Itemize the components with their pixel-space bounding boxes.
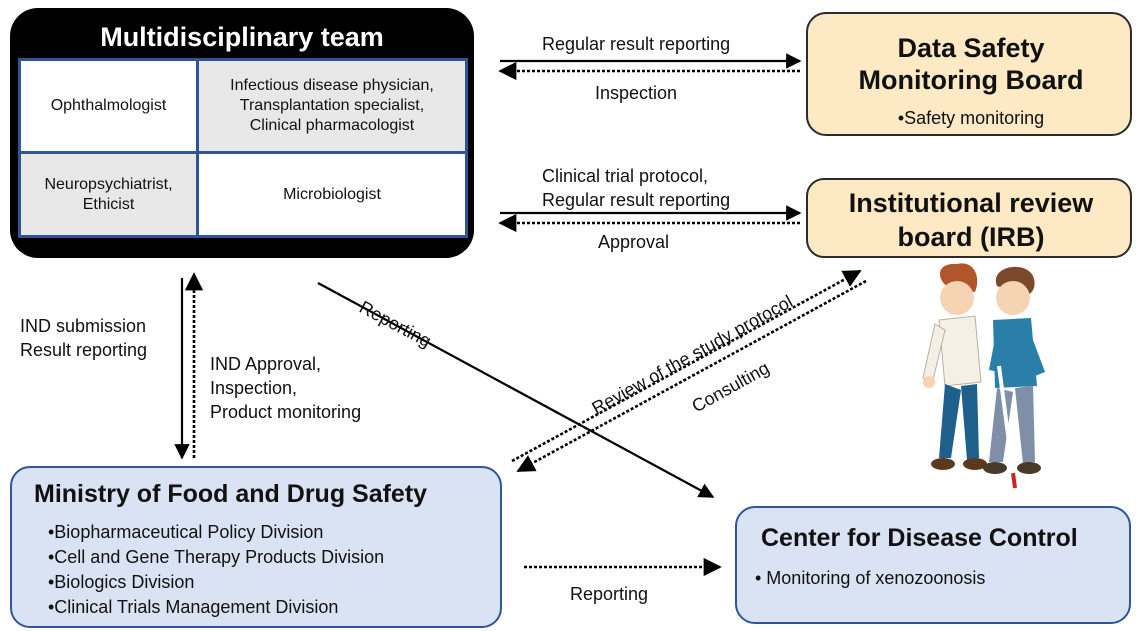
caregiver-figure bbox=[922, 263, 987, 470]
cdc-box: Center for Disease Control • Monitoring … bbox=[735, 506, 1131, 624]
mfds-division-item: •Cell and Gene Therapy Products Division bbox=[48, 547, 385, 567]
irb-title: Institutional review board (IRB) bbox=[848, 188, 1094, 252]
label-regular-result-reporting: Regular result reporting bbox=[542, 34, 731, 54]
team-cell-ophthalmologist: Ophthalmologist bbox=[21, 61, 196, 151]
multidisciplinary-team-title: Multidisciplinary team bbox=[100, 22, 384, 52]
label-reporting-bottom: Reporting bbox=[570, 584, 649, 604]
arrow-irb-to-mfds-dotted bbox=[516, 279, 867, 473]
dsmb-box: Data Safety Monitoring Board •Safety mon… bbox=[806, 12, 1132, 136]
mfds-division-item: •Biopharmaceutical Policy Division bbox=[48, 522, 324, 542]
label-approval: Approval bbox=[598, 232, 670, 252]
arrow-mfds-to-irb-dotted bbox=[511, 269, 862, 463]
mfds-division-list: •Biopharmaceutical Policy Division •Cell… bbox=[48, 520, 384, 620]
dsmb-bullet: •Safety monitoring bbox=[897, 108, 1045, 128]
mfds-title: Ministry of Food and Drug Safety bbox=[34, 480, 428, 508]
mfds-division-item: •Clinical Trials Management Division bbox=[48, 597, 339, 617]
team-cell-neuropsychiatrist: Neuropsychiatrist, Ethicist bbox=[21, 154, 196, 235]
patient-figure bbox=[983, 266, 1045, 489]
multidisciplinary-team-box: Multidisciplinary team Ophthalmologist I… bbox=[10, 8, 474, 258]
label-clinical-trial-protocol: Clinical trial protocol, Regular result … bbox=[542, 166, 731, 210]
team-cell-physicians: Infectious disease physician, Transplant… bbox=[199, 61, 465, 151]
patient-caregiver-illustration bbox=[922, 263, 1045, 489]
label-inspection: Inspection bbox=[595, 83, 678, 103]
team-members-grid: Ophthalmologist Infectious disease physi… bbox=[18, 58, 468, 238]
cdc-title: Center for Disease Control bbox=[761, 524, 1078, 552]
cdc-bullet: • Monitoring of xenozoonosis bbox=[755, 568, 986, 588]
label-ind-submission: IND submission Result reporting bbox=[20, 316, 148, 360]
label-ind-approval: IND Approval, Inspection, Product monito… bbox=[210, 354, 362, 422]
arrow-mdt-to-cdc bbox=[317, 282, 715, 498]
mfds-division-item: •Biologics Division bbox=[48, 572, 195, 592]
irb-box: Institutional review board (IRB) bbox=[806, 178, 1132, 258]
team-cell-microbiologist: Microbiologist bbox=[199, 154, 465, 235]
dsmb-title: Data Safety Monitoring Board bbox=[858, 33, 1084, 95]
mfds-box: Ministry of Food and Drug Safety •Biopha… bbox=[10, 466, 502, 628]
